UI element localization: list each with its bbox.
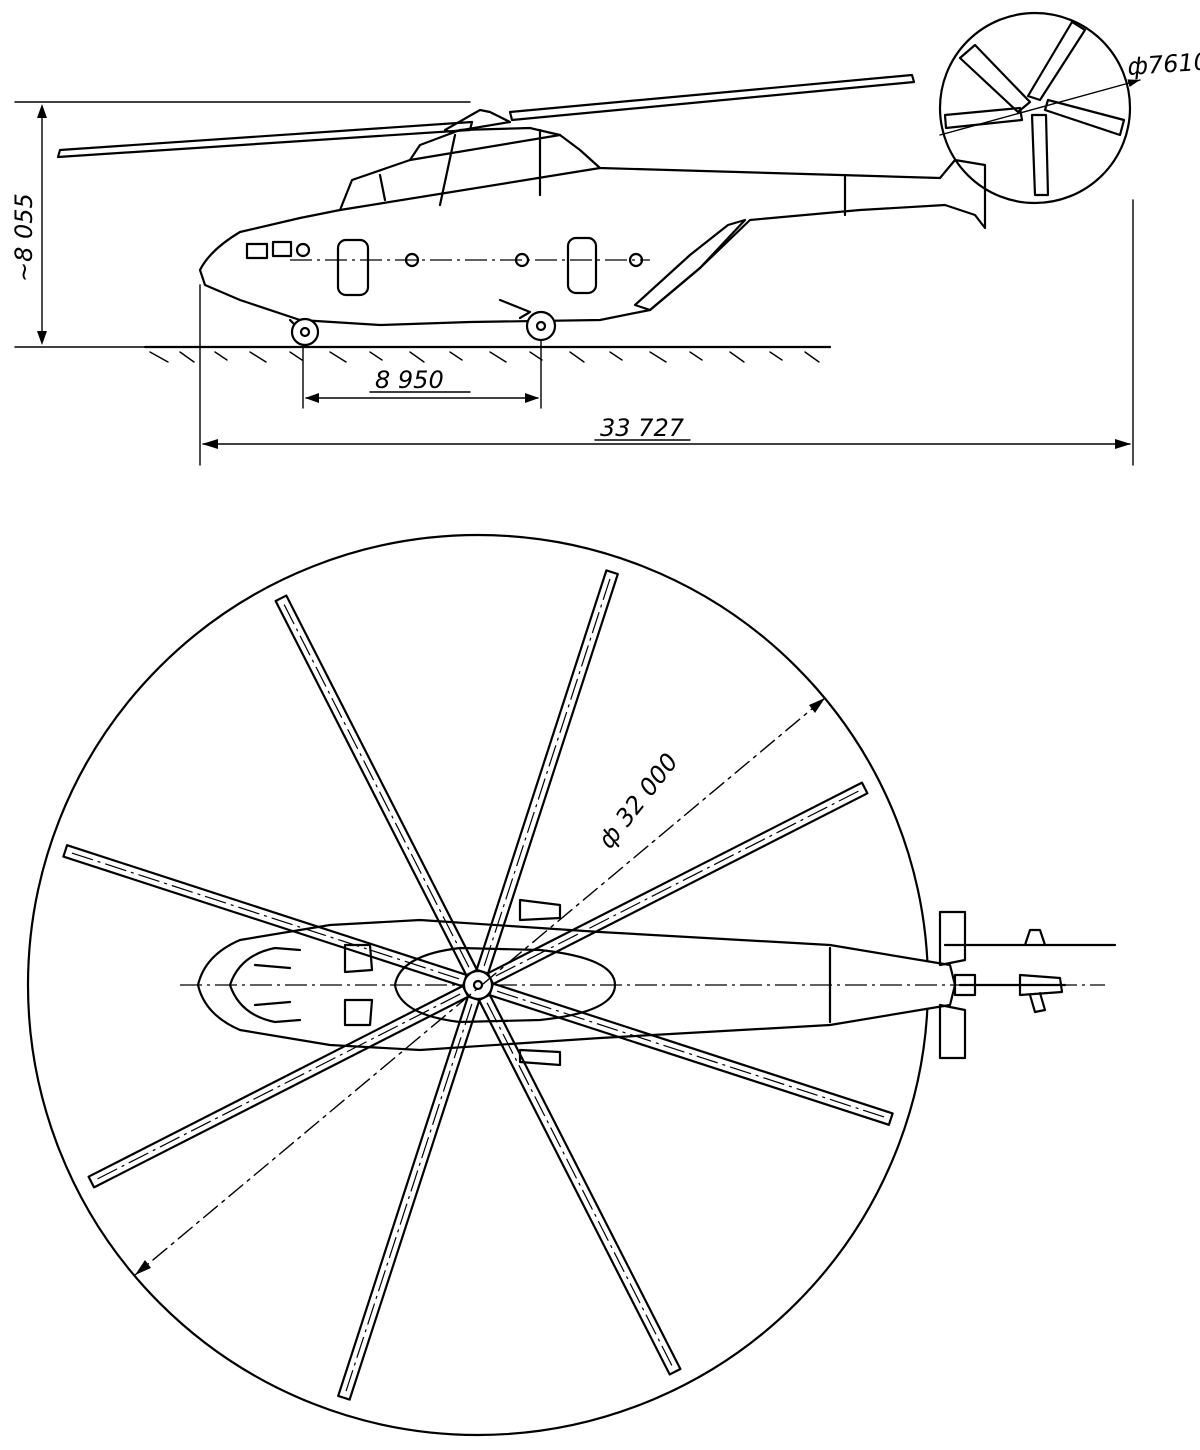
length-label: 33 727 [600,414,685,442]
top-view: ф 32 000 [26,533,1117,1437]
tail-boom-strut [633,218,747,312]
side-view: ~8 055 ф7610 8 950 33 727 [10,11,1200,466]
cockpit-window [271,240,293,258]
height-label: ~8 055 [10,193,38,282]
porthole [295,242,311,258]
wheelbase-label: 8 950 [375,366,444,394]
rotor-hub [462,969,494,1001]
tail-top [938,910,1117,1060]
tail-rotor-side [938,11,1141,205]
rotor-hub-side [443,108,512,134]
tail-rotor-diameter-label: ф7610 [1126,47,1200,81]
rotor-diameter-label: ф 32 000 [593,748,684,854]
fuselage-side [198,126,987,327]
cockpit-window [245,242,269,260]
landing-gear-main [498,298,557,342]
wheelbase-dimension: 8 950 [302,339,542,409]
ground-line [143,345,832,363]
length-dimension: 33 727 [199,199,1134,466]
height-dimension: ~8 055 [10,101,471,348]
landing-gear-front [288,317,320,347]
main-rotor-side [56,73,916,159]
rear-door [566,236,598,295]
side-door [336,238,370,297]
